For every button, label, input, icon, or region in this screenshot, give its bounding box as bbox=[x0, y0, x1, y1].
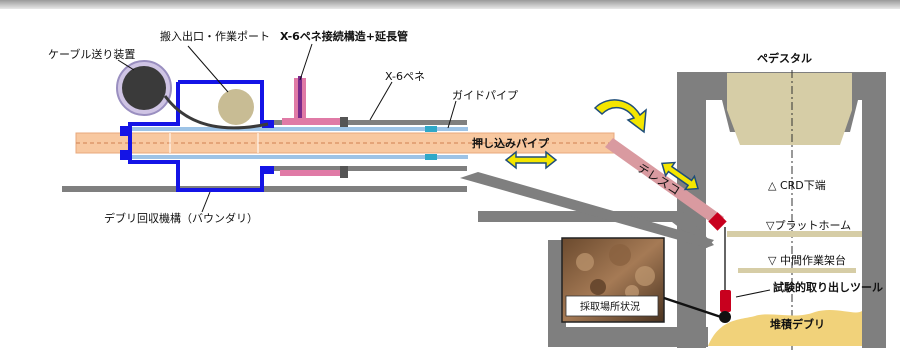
telescope-double-arrow bbox=[660, 161, 700, 191]
push-pipe-label: 押し込みパイプ bbox=[472, 136, 550, 150]
telescope-arm bbox=[605, 138, 724, 226]
connection-structure bbox=[280, 76, 348, 178]
guide-pipe-label: ガイドパイプ bbox=[452, 89, 518, 102]
pedestal-structure bbox=[478, 70, 886, 352]
cable bbox=[163, 95, 269, 130]
push-double-arrow bbox=[504, 150, 558, 170]
entry-port-label: 搬入出口・作業ポート bbox=[160, 29, 270, 43]
sampling-tool-head bbox=[719, 311, 731, 323]
platform-label: ▽プラットホーム bbox=[766, 219, 851, 232]
crd-bottom-label: △ CRD下端 bbox=[768, 179, 826, 192]
guide-pipe-bottom bbox=[120, 155, 468, 159]
leader-lines bbox=[117, 43, 771, 298]
top-rail bbox=[262, 120, 467, 125]
cable-feeder-reel bbox=[116, 60, 172, 116]
entry-port-ball bbox=[218, 89, 254, 125]
sampling-tool-body bbox=[720, 290, 731, 312]
x6-pene-label: X-6ペネ bbox=[385, 70, 425, 83]
telescope-tip bbox=[708, 212, 727, 231]
telescope-label: テレスコ bbox=[634, 161, 682, 198]
pedestal-label: ペデスタル bbox=[757, 51, 812, 65]
boundary-label: デブリ回収機構（バウンダリ） bbox=[104, 211, 258, 225]
debris-pile bbox=[708, 310, 862, 346]
photo-caption: 採取場所状況 bbox=[580, 300, 640, 313]
deposit-debris-label: 堆積デブリ bbox=[770, 317, 825, 331]
photo-inset bbox=[561, 237, 725, 323]
bottom-rail bbox=[62, 186, 467, 192]
sampling-tool-label: 試験的取り出しツール bbox=[773, 280, 883, 294]
platform-bar bbox=[727, 231, 862, 237]
connection-label: X-6ペネ接続構造+延長管 bbox=[280, 29, 408, 43]
rotation-arrow bbox=[593, 99, 647, 134]
cable-feeder-label: ケーブル送り装置 bbox=[48, 47, 135, 61]
lower-rail bbox=[262, 166, 467, 171]
mid-platform-bar bbox=[738, 268, 856, 273]
mid-platform-label: ▽ 中間作業架台 bbox=[768, 253, 846, 267]
header-band bbox=[0, 0, 900, 9]
guide-pipe-top bbox=[120, 127, 468, 131]
guide-ramp bbox=[460, 172, 714, 248]
